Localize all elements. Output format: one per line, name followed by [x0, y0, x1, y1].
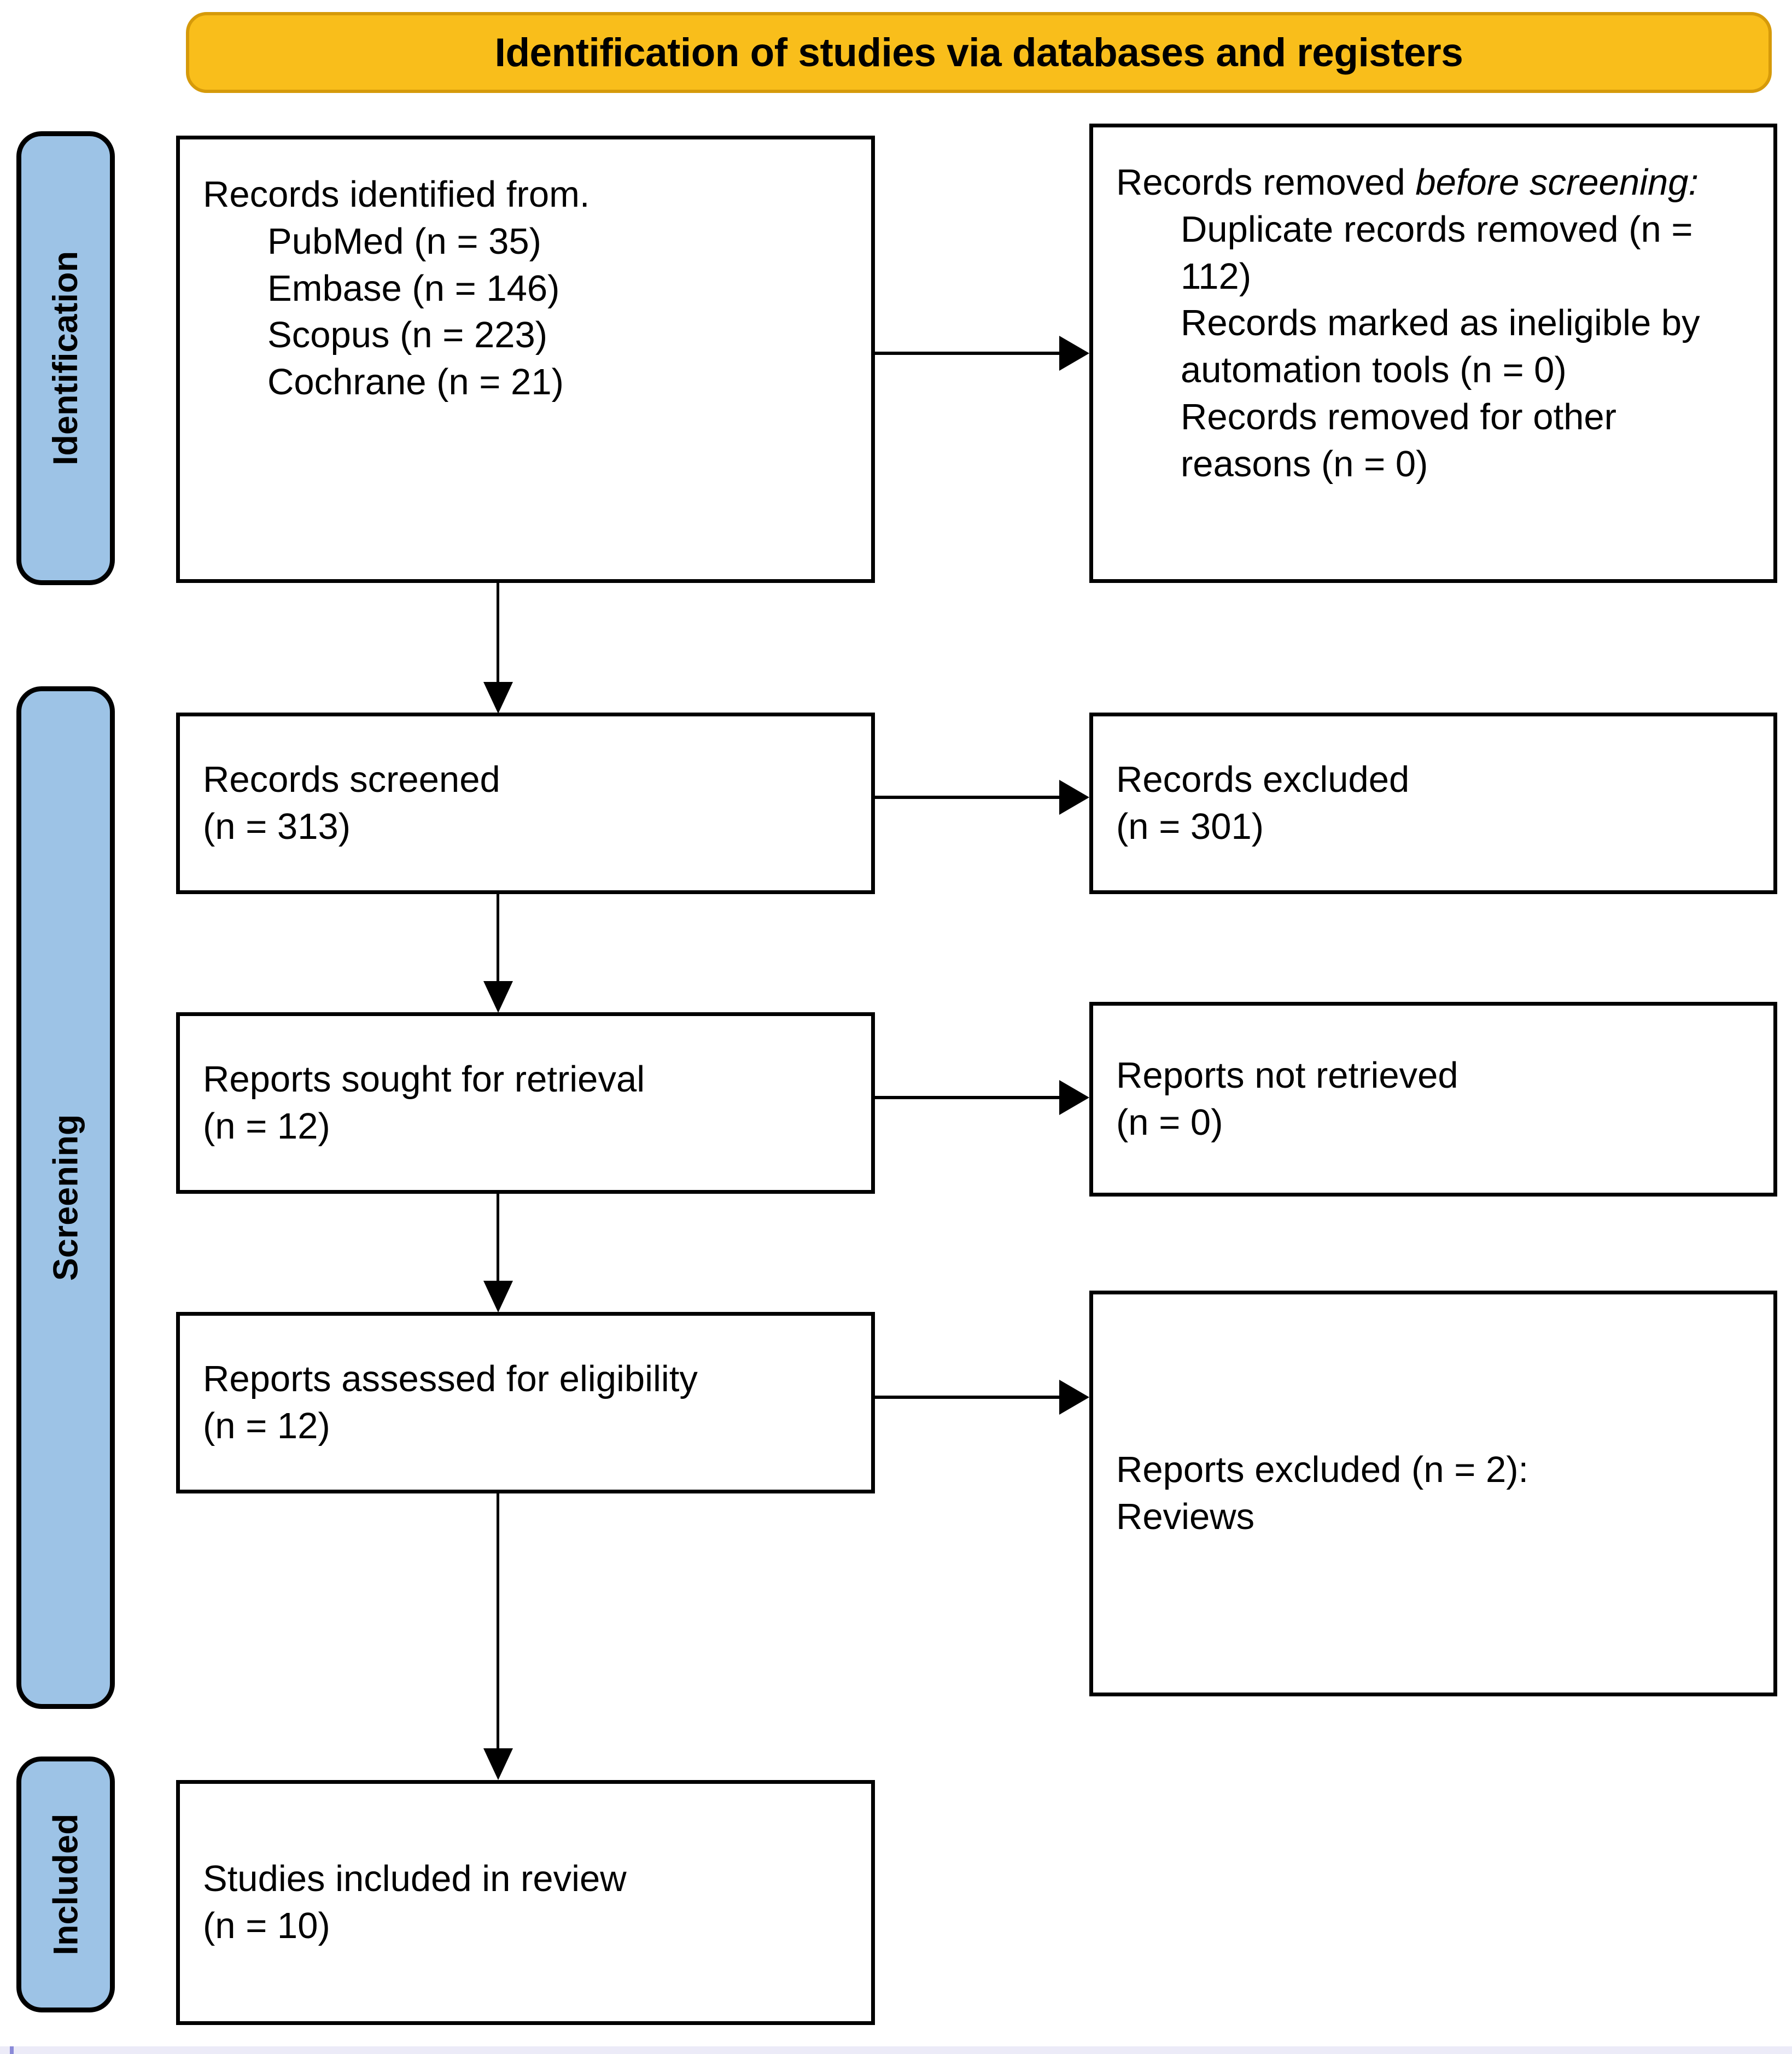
reports-not-retrieved-count: (n = 0) [1116, 1102, 1223, 1143]
arrow-assessed-to-excluded-head [1059, 1380, 1089, 1415]
source-pubmed: PubMed (n = 35) [267, 220, 541, 262]
box-records-removed-before-screening: Records removed before screening: Duplic… [1089, 124, 1777, 583]
arrow-sought-to-assessed-head [483, 1281, 513, 1312]
arrow-screened-to-sought-shaft [497, 894, 499, 986]
box-studies-included-text: Studies included in review (n = 10) [180, 1855, 871, 1950]
reports-excluded-eligibility-label: Reports excluded (n = 2): [1116, 1449, 1529, 1491]
reports-assessed-count: (n = 12) [203, 1405, 330, 1446]
removed-item-automation: Records marked as ineligible by automati… [1181, 302, 1700, 390]
stage-pill-screening: Screening [16, 686, 115, 1709]
source-scopus: Scopus (n = 223) [267, 314, 548, 356]
box-reports-not-retrieved-text: Reports not retrieved (n = 0) [1093, 1052, 1773, 1146]
stage-pill-identification: Identification [16, 131, 115, 585]
box-reports-excluded-eligibility-text: Reports excluded (n = 2): Reviews [1093, 1446, 1773, 1540]
records-excluded-label: Records excluded [1116, 759, 1410, 801]
box-reports-assessed: Reports assessed for eligibility (n = 12… [176, 1312, 875, 1493]
bottom-strip-tick [10, 2046, 14, 2054]
arrow-screened-to-sought-head [483, 981, 513, 1013]
box-records-identified: Records identified from. PubMed (n = 35)… [176, 136, 875, 583]
box-reports-sought: Reports sought for retrieval (n = 12) [176, 1012, 875, 1194]
records-removed-heading-colon: : [1688, 162, 1699, 203]
records-removed-heading-plain: Records removed [1116, 162, 1416, 203]
box-records-excluded: Records excluded (n = 301) [1089, 713, 1777, 894]
arrow-identified-to-screened-shaft [497, 583, 499, 687]
removed-item-other: Records removed for other reasons (n = 0… [1181, 396, 1616, 485]
arrow-assessed-to-included-head [483, 1748, 513, 1780]
arrow-assessed-to-included-shaft [497, 1493, 499, 1753]
arrow-identified-to-removed-shaft [875, 352, 1061, 355]
records-screened-label: Records screened [203, 759, 500, 801]
studies-included-label: Studies included in review [203, 1858, 627, 1900]
stage-label-screening: Screening [46, 1114, 85, 1281]
box-reports-not-retrieved: Reports not retrieved (n = 0) [1089, 1002, 1777, 1197]
arrow-sought-to-assessed-shaft [497, 1194, 499, 1286]
reports-excluded-eligibility-reason: Reviews [1116, 1496, 1255, 1537]
removed-item-duplicates: Duplicate records removed (n = 112) [1181, 208, 1693, 297]
arrow-assessed-to-excluded-shaft [875, 1396, 1061, 1399]
arrow-screened-to-excluded-head [1059, 780, 1089, 815]
box-reports-sought-text: Reports sought for retrieval (n = 12) [180, 1056, 871, 1150]
arrow-identified-to-screened-head [483, 682, 513, 714]
source-embase: Embase (n = 146) [267, 267, 560, 309]
records-removed-heading-italic: before screening [1415, 162, 1689, 203]
stage-pill-included: Included [16, 1757, 115, 2012]
reports-assessed-label: Reports assessed for eligibility [203, 1358, 698, 1400]
diagram-header-banner: Identification of studies via databases … [186, 12, 1772, 93]
arrow-sought-to-not-retrieved-shaft [875, 1096, 1061, 1099]
arrow-screened-to-excluded-shaft [875, 796, 1061, 799]
stage-label-included: Included [46, 1813, 85, 1956]
reports-not-retrieved-label: Reports not retrieved [1116, 1055, 1458, 1096]
source-cochrane: Cochrane (n = 21) [267, 361, 564, 402]
studies-included-count: (n = 10) [203, 1905, 330, 1946]
bottom-strip [0, 2046, 1792, 2054]
box-reports-assessed-text: Reports assessed for eligibility (n = 12… [180, 1356, 871, 1450]
box-records-removed-text: Records removed before screening: Duplic… [1093, 127, 1773, 487]
box-studies-included: Studies included in review (n = 10) [176, 1780, 875, 2025]
records-screened-count: (n = 313) [203, 806, 351, 847]
reports-sought-count: (n = 12) [203, 1106, 330, 1147]
records-excluded-count: (n = 301) [1116, 806, 1264, 847]
reports-sought-label: Reports sought for retrieval [203, 1059, 645, 1100]
box-records-identified-text: Records identified from. PubMed (n = 35)… [180, 139, 871, 406]
stage-label-identification: Identification [46, 251, 85, 465]
records-identified-heading: Records identified from. [203, 174, 590, 215]
box-records-screened: Records screened (n = 313) [176, 713, 875, 894]
arrow-sought-to-not-retrieved-head [1059, 1080, 1089, 1115]
box-records-screened-text: Records screened (n = 313) [180, 756, 871, 850]
box-records-excluded-text: Records excluded (n = 301) [1093, 756, 1773, 850]
arrow-identified-to-removed-head [1059, 336, 1089, 371]
page-title: Identification of studies via databases … [494, 30, 1463, 75]
box-reports-excluded-eligibility: Reports excluded (n = 2): Reviews [1089, 1291, 1777, 1696]
